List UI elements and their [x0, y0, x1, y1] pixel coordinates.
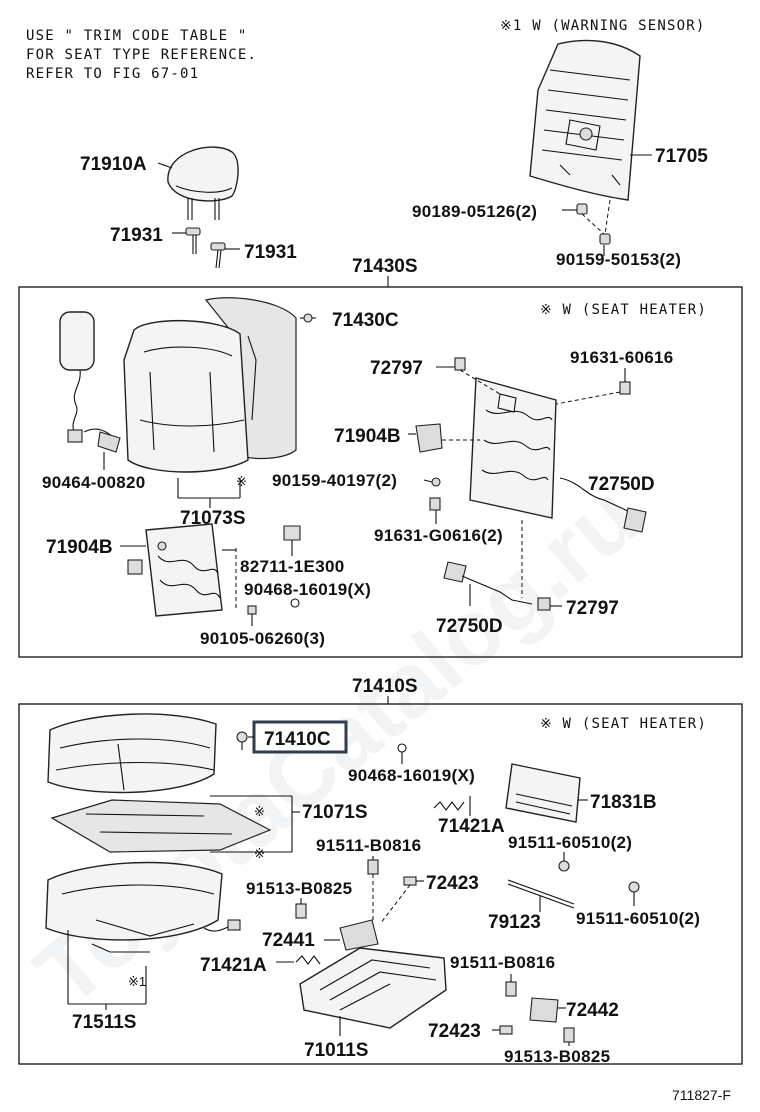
- heater-unit-drawing: [59, 311, 121, 453]
- part-71511S[interactable]: 71511S: [72, 1012, 136, 1033]
- part-91631-G0616[interactable]: 91631-G0616(2): [374, 526, 503, 545]
- part-90159-40197[interactable]: 90159-40197(2): [272, 471, 397, 490]
- bolt-91511-60510-upper: [558, 860, 570, 872]
- nut-90159-40197: [431, 477, 441, 487]
- part-71904B-upper[interactable]: 71904B: [334, 426, 401, 447]
- headrest-drawing: [167, 146, 239, 220]
- part-91513-B0825-upper[interactable]: 91513-B0825: [246, 879, 352, 898]
- heater-wire-lower: [461, 575, 533, 605]
- back-board-drawing: [529, 39, 641, 201]
- bracket-72442: [529, 997, 559, 1023]
- figure-id: 711827-F: [672, 1087, 731, 1103]
- part-71410C[interactable]: 71410C: [264, 729, 331, 750]
- part-71705[interactable]: 71705: [655, 146, 708, 167]
- part-72750D-lower[interactable]: 72750D: [436, 616, 503, 637]
- clip-71410C-drawing: [236, 731, 248, 750]
- part-71071S[interactable]: 71071S: [302, 802, 368, 823]
- part-91511-60510-lower[interactable]: 91511-60510(2): [576, 909, 700, 928]
- cushion-cover-drawing: [47, 713, 217, 794]
- part-72441[interactable]: 72441: [262, 930, 315, 951]
- part-72442[interactable]: 72442: [566, 1000, 619, 1021]
- group-71410S[interactable]: 71410S: [352, 676, 418, 697]
- ref-mark-pad-upper: ※: [254, 804, 265, 819]
- connector-72797-upper: [454, 357, 466, 371]
- lumbar-bracket-upper: [415, 423, 443, 453]
- headrest-support-drawing: [185, 227, 226, 269]
- part-90189-05126[interactable]: 90189-05126(2): [412, 202, 537, 221]
- part-90105-06260[interactable]: 90105-06260(3): [200, 629, 325, 648]
- cushion-assembly-drawing: [45, 861, 241, 953]
- part-71011S[interactable]: 71011S: [304, 1040, 368, 1061]
- part-71904B-lower[interactable]: 71904B: [46, 537, 113, 558]
- heater-connector-upper: [623, 507, 647, 533]
- part-90468-16019-upper[interactable]: 90468-16019(X): [244, 580, 371, 599]
- seat-frame-drawing: [299, 919, 447, 1029]
- part-90468-16019-lower[interactable]: 90468-16019(X): [348, 766, 475, 785]
- rod-79123: [507, 879, 575, 905]
- part-72797-lower[interactable]: 72797: [566, 598, 619, 619]
- part-71073S[interactable]: 71073S: [180, 508, 246, 529]
- back-board-clips: [576, 199, 611, 245]
- spring-upper: [433, 801, 465, 811]
- part-91513-B0825-lower[interactable]: 91513-B0825: [504, 1047, 610, 1066]
- cap-72423-lower: [499, 1025, 513, 1035]
- ref-mark-seatback: ※: [236, 474, 247, 489]
- part-71931-left[interactable]: 71931: [110, 225, 163, 246]
- bolt-91513-lower: [563, 1027, 575, 1043]
- ref-mark-cushion: ※1: [128, 974, 146, 989]
- warning-sensor-note: ※1 W (WARNING SENSOR): [500, 18, 706, 34]
- connector-72797-lower: [537, 597, 551, 611]
- part-71831B[interactable]: 71831B: [590, 792, 657, 813]
- part-91511-B0816-upper[interactable]: 91511-B0816: [316, 836, 421, 855]
- part-71931-right[interactable]: 71931: [244, 242, 297, 263]
- ref-mark-pad-lower: ※: [254, 846, 265, 861]
- note-line-2: FOR SEAT TYPE REFERENCE.: [26, 47, 257, 63]
- part-72423-lower[interactable]: 72423: [428, 1021, 481, 1042]
- seatback-frame-drawing: [469, 377, 557, 519]
- seatback-cover-drawing: [123, 297, 297, 473]
- part-79123[interactable]: 79123: [488, 912, 541, 933]
- part-82711-1E300[interactable]: 82711-1E300: [240, 557, 344, 576]
- spring-lower: [295, 955, 321, 965]
- part-90464-00820[interactable]: 90464-00820: [42, 473, 146, 492]
- cap-72423-upper: [403, 876, 417, 886]
- part-91511-B0816-lower[interactable]: 91511-B0816: [450, 953, 555, 972]
- hog-ring-upper: [290, 598, 300, 608]
- bolt-91511-B0816-lower: [505, 981, 517, 997]
- note-line-3: REFER TO FIG 67-01: [26, 66, 199, 82]
- part-91631-60616[interactable]: 91631-60616: [570, 348, 674, 367]
- part-90159-50153[interactable]: 90159-50153(2): [556, 250, 681, 269]
- part-71421A-upper[interactable]: 71421A: [438, 816, 505, 837]
- seat-heater-note-lower: ※ W (SEAT HEATER): [540, 716, 707, 732]
- screw-91631-upper: [619, 381, 631, 395]
- trim-code-note: USE " TRIM CODE TABLE " FOR SEAT TYPE RE…: [26, 28, 257, 82]
- part-72797-upper[interactable]: 72797: [370, 358, 423, 379]
- part-72423-upper[interactable]: 72423: [426, 873, 479, 894]
- lower-group-frame: [18, 703, 743, 1065]
- clip-82711: [283, 525, 301, 541]
- note-line-1: USE " TRIM CODE TABLE ": [26, 28, 247, 44]
- part-71430C[interactable]: 71430C: [332, 310, 399, 331]
- screw-91631-lower: [429, 497, 441, 511]
- group-71430S[interactable]: 71430S: [352, 256, 418, 277]
- bolt-91511-B0816-upper: [367, 859, 379, 875]
- part-71910A[interactable]: 71910A: [80, 154, 147, 175]
- cushion-pad-drawing: [50, 799, 272, 853]
- bolt-91511-60510-lower: [628, 881, 640, 893]
- heater-wire-upper: [559, 477, 631, 513]
- screw-90105: [247, 605, 257, 615]
- bolt-91513-upper: [295, 903, 307, 919]
- part-71421A-lower[interactable]: 71421A: [200, 955, 267, 976]
- lumbar-frame-drawing: [127, 523, 223, 617]
- seat-heater-note-upper: ※ W (SEAT HEATER): [540, 302, 707, 318]
- rod-79123-edge: [507, 883, 575, 909]
- upper-group-frame: [18, 286, 743, 658]
- side-cover-drawing: [505, 763, 581, 823]
- heater-connector-lower: [443, 561, 467, 583]
- part-72750D-upper[interactable]: 72750D: [588, 474, 655, 495]
- part-91511-60510-upper[interactable]: 91511-60510(2): [508, 833, 632, 852]
